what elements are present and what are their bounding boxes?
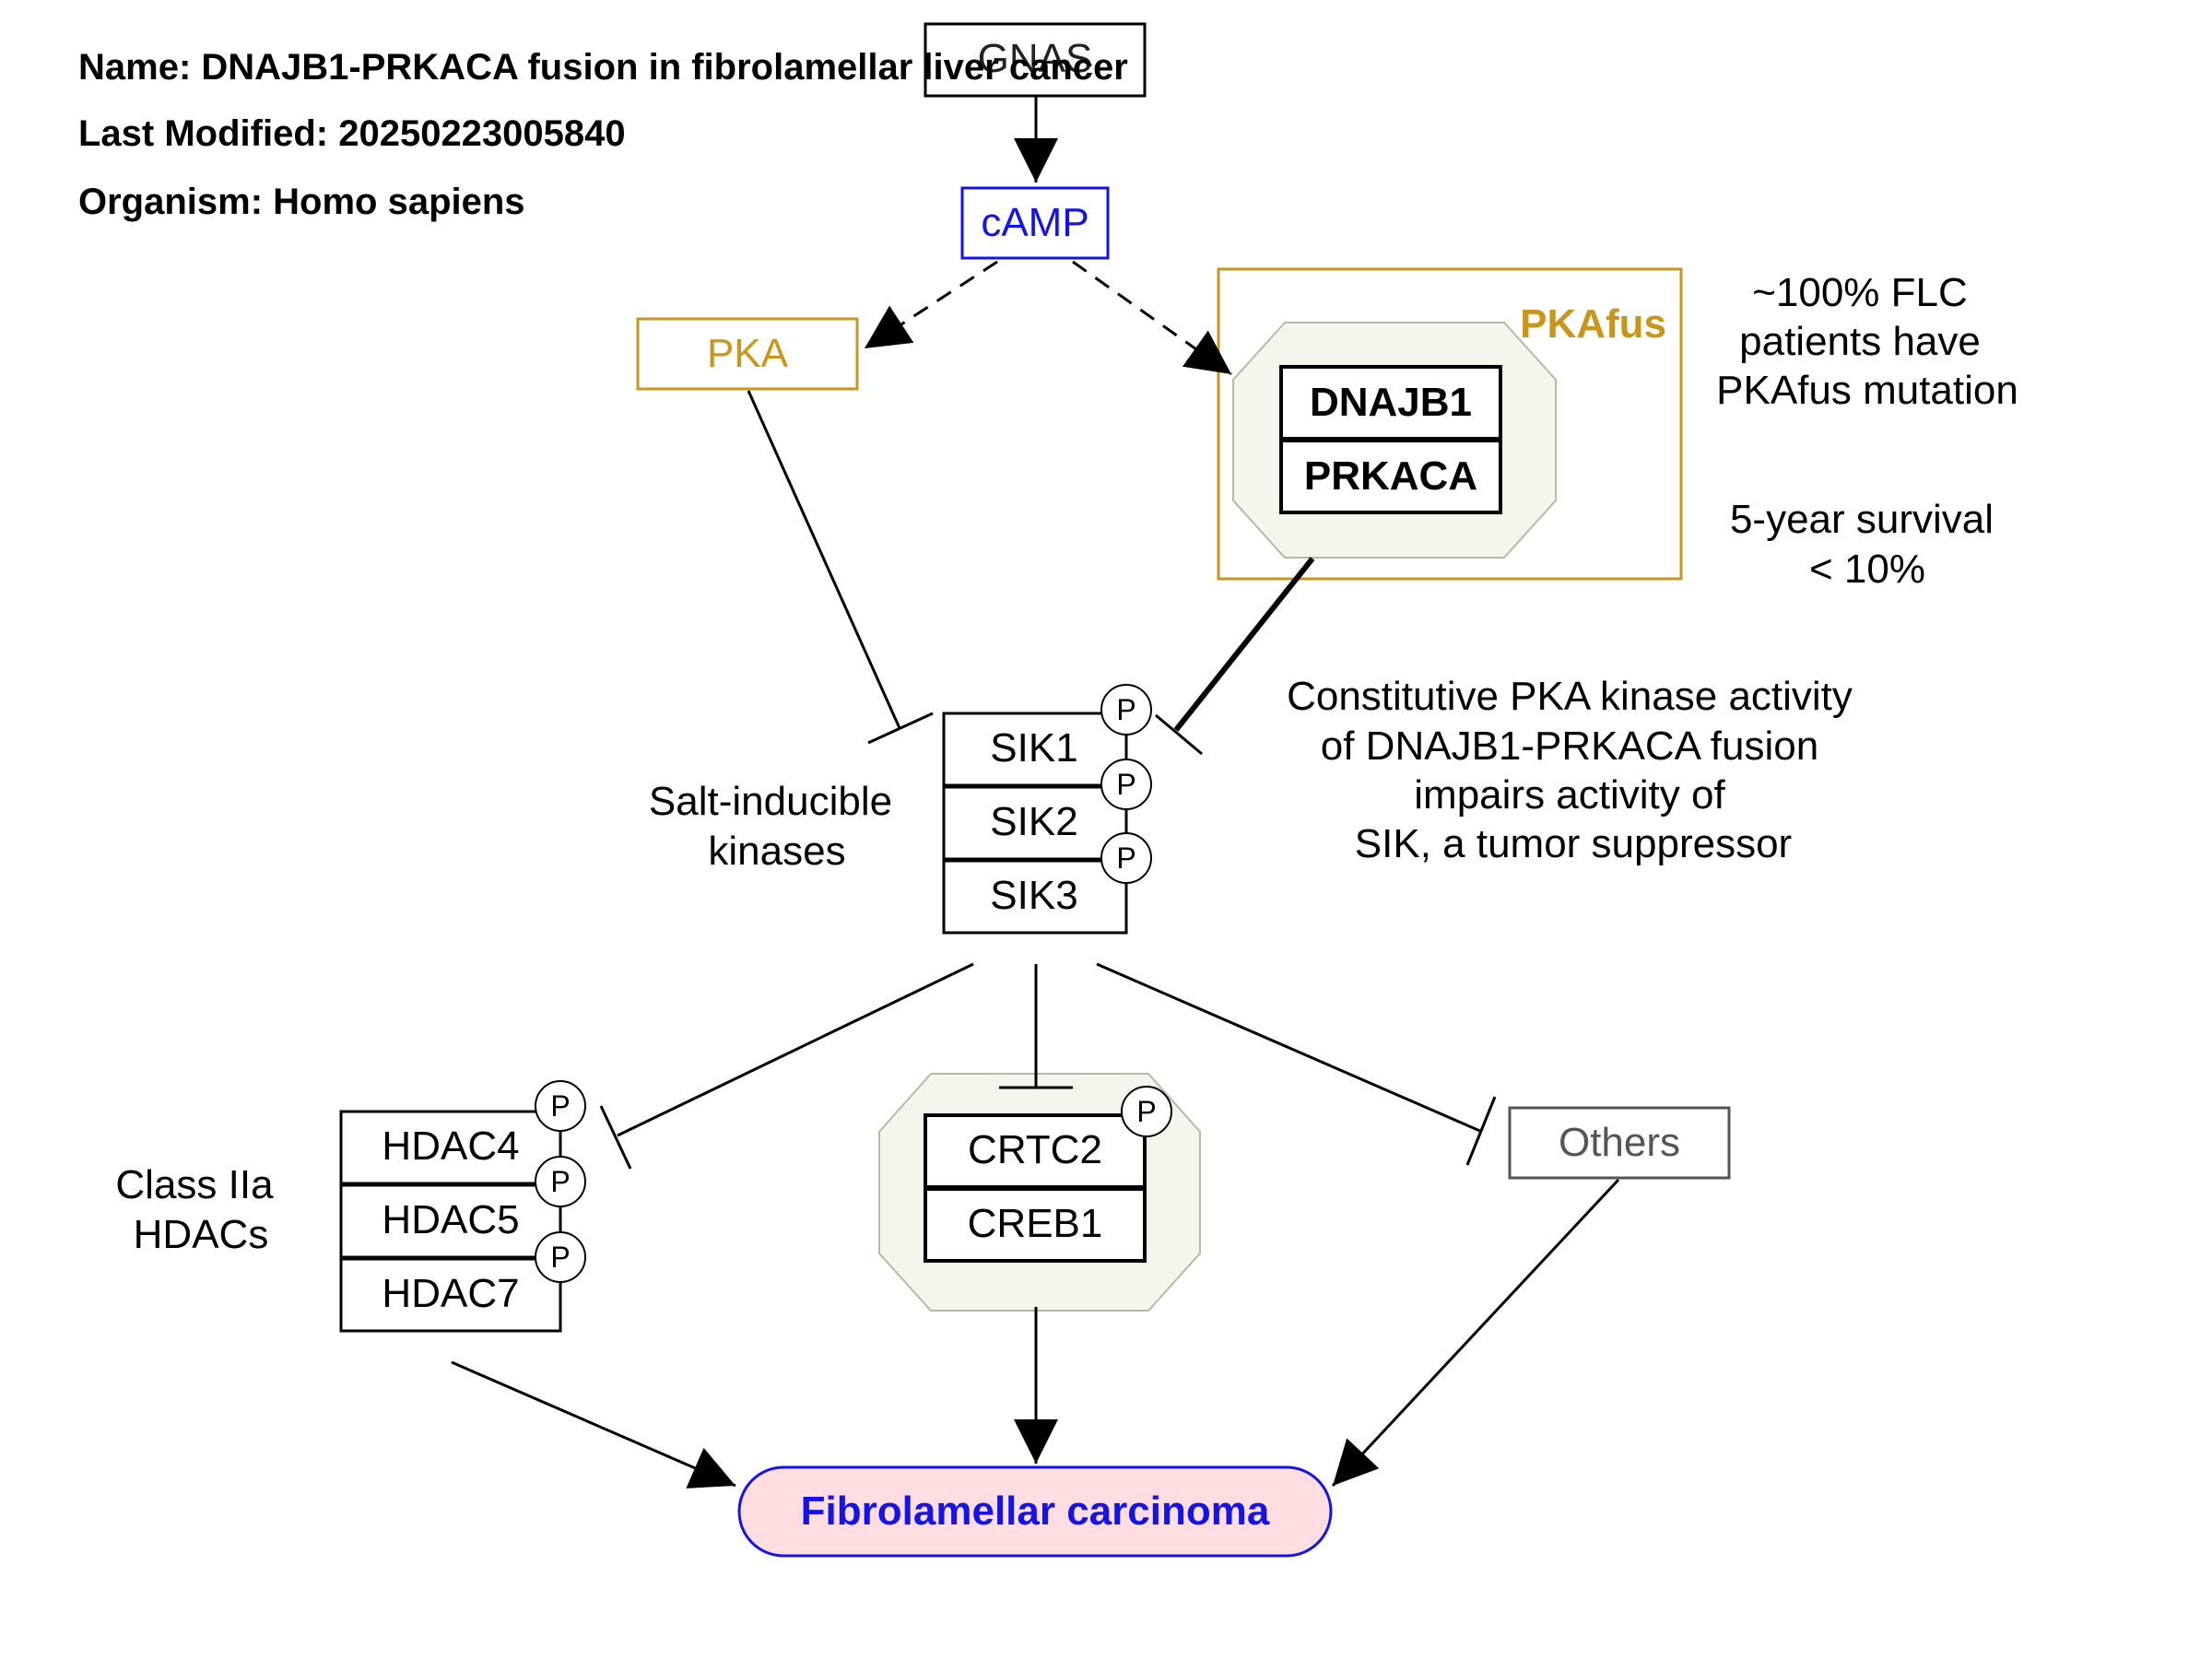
flc-note-line1: ~100% FLC <box>1752 270 1968 315</box>
sik-group-label-line1: Salt-inducible <box>649 779 892 824</box>
edge-sik-inhibits-hdac-bar <box>599 1105 632 1170</box>
edge-sik-inhibits-others-bar <box>1465 1096 1497 1166</box>
hdac4-phospho-label: P <box>550 1089 570 1123</box>
constitutive-note-line2: of DNAJB1-PRKACA fusion <box>1321 724 1818 769</box>
organism: Organism: Homo sapiens <box>78 182 525 222</box>
constitutive-note-line3: impairs activity of <box>1414 772 1725 818</box>
pka-label: PKA <box>707 331 789 376</box>
constitutive-note-line4: SIK, a tumor suppressor <box>1355 821 1792 866</box>
pathway-name: Name: DNAJB1-PRKACA fusion in fibrolamel… <box>78 47 1128 88</box>
creb1-node[interactable]: CREB1 <box>924 1187 1147 1263</box>
prkaca-node[interactable]: PRKACA <box>1279 439 1502 514</box>
edge-camp-pka <box>864 260 998 350</box>
gnas-label: GNAS <box>978 36 1093 81</box>
others-label: Others <box>1559 1120 1680 1165</box>
sik2-phospho-site: P <box>1100 759 1152 810</box>
disease-label: Fibrolamellar carcinoma <box>801 1488 1270 1534</box>
edge-sik-inhibits-hdac <box>617 962 974 1137</box>
edge-pka-inhibits-sik-bar <box>867 712 934 745</box>
constitutive-note-line1: Constitutive PKA kinase activity <box>1287 674 1853 719</box>
crtc2-label: CRTC2 <box>968 1127 1102 1172</box>
disease-node[interactable]: Fibrolamellar carcinoma <box>737 1465 1333 1558</box>
prkaca-label: PRKACA <box>1304 453 1477 499</box>
sik3-phospho-site: P <box>1100 832 1152 884</box>
edge-camp-pkafus <box>1072 260 1232 376</box>
edge-pkafus-inhibits-sik-bar <box>1155 713 1203 756</box>
pkafus-group-label: PKAfus <box>1520 301 1666 347</box>
hdac5-phospho-site: P <box>535 1156 586 1207</box>
last-modified: Last Modified: 20250223005840 <box>78 113 626 154</box>
camp-node[interactable]: cAMP <box>960 186 1110 260</box>
sik1-label: SIK1 <box>990 725 1077 771</box>
hdac7-node[interactable]: HDAC7 <box>339 1257 562 1333</box>
hdac-group-label-line1: Class IIa <box>115 1162 274 1207</box>
sik2-label: SIK2 <box>990 799 1077 844</box>
sik2-node[interactable]: SIK2 <box>942 785 1128 861</box>
survival-note-line2: < 10% <box>1809 547 1925 592</box>
edge-others-disease <box>1331 1178 1620 1488</box>
edge-pka-inhibits-sik <box>747 390 901 729</box>
crtc2-phospho-label: P <box>1136 1095 1156 1128</box>
dnajb1-node[interactable]: DNAJB1 <box>1279 365 1502 441</box>
dnajb1-label: DNAJB1 <box>1310 380 1472 425</box>
edge-pkafus-inhibits-sik <box>1173 557 1315 732</box>
flc-note-line2: patients have <box>1739 319 1981 364</box>
hdac7-phospho-site: P <box>535 1231 586 1283</box>
edge-hdac-disease <box>451 1360 736 1488</box>
hdac-group-label-line2: HDACs <box>134 1212 269 1257</box>
others-node[interactable]: Others <box>1508 1106 1731 1180</box>
sik-group-label-line2: kinases <box>708 829 845 874</box>
edge-sik-inhibits-others <box>1096 962 1483 1134</box>
hdac4-phospho-site: P <box>535 1080 586 1132</box>
gnas-node[interactable]: GNAS <box>924 22 1147 98</box>
sik3-phospho-label: P <box>1116 841 1135 875</box>
camp-label: cAMP <box>981 200 1088 245</box>
pka-node[interactable]: PKA <box>636 317 859 391</box>
sik1-phospho-site: P <box>1100 684 1152 735</box>
crtc2-node[interactable]: CRTC2 <box>924 1113 1147 1189</box>
pkafus-group-box[interactable] <box>1217 267 1683 581</box>
flc-note-line3: PKAfus mutation <box>1716 368 2018 413</box>
creb1-label: CREB1 <box>968 1201 1103 1246</box>
hdac4-node[interactable]: HDAC4 <box>339 1110 562 1185</box>
survival-note-line1: 5-year survival <box>1730 497 1994 542</box>
hdac7-phospho-label: P <box>550 1241 570 1274</box>
hdac4-label: HDAC4 <box>382 1124 519 1169</box>
hdac7-label: HDAC7 <box>382 1271 519 1316</box>
sik3-label: SIK3 <box>990 873 1077 918</box>
hdac5-label: HDAC5 <box>382 1197 519 1242</box>
hdac5-phospho-label: P <box>550 1165 570 1198</box>
hdac5-node[interactable]: HDAC5 <box>339 1183 562 1259</box>
sik2-phospho-label: P <box>1116 768 1135 801</box>
sik1-phospho-label: P <box>1116 693 1135 726</box>
crtc2-phospho-site: P <box>1121 1086 1172 1137</box>
sik3-node[interactable]: SIK3 <box>942 859 1128 935</box>
sik1-node[interactable]: SIK1 <box>942 712 1128 787</box>
